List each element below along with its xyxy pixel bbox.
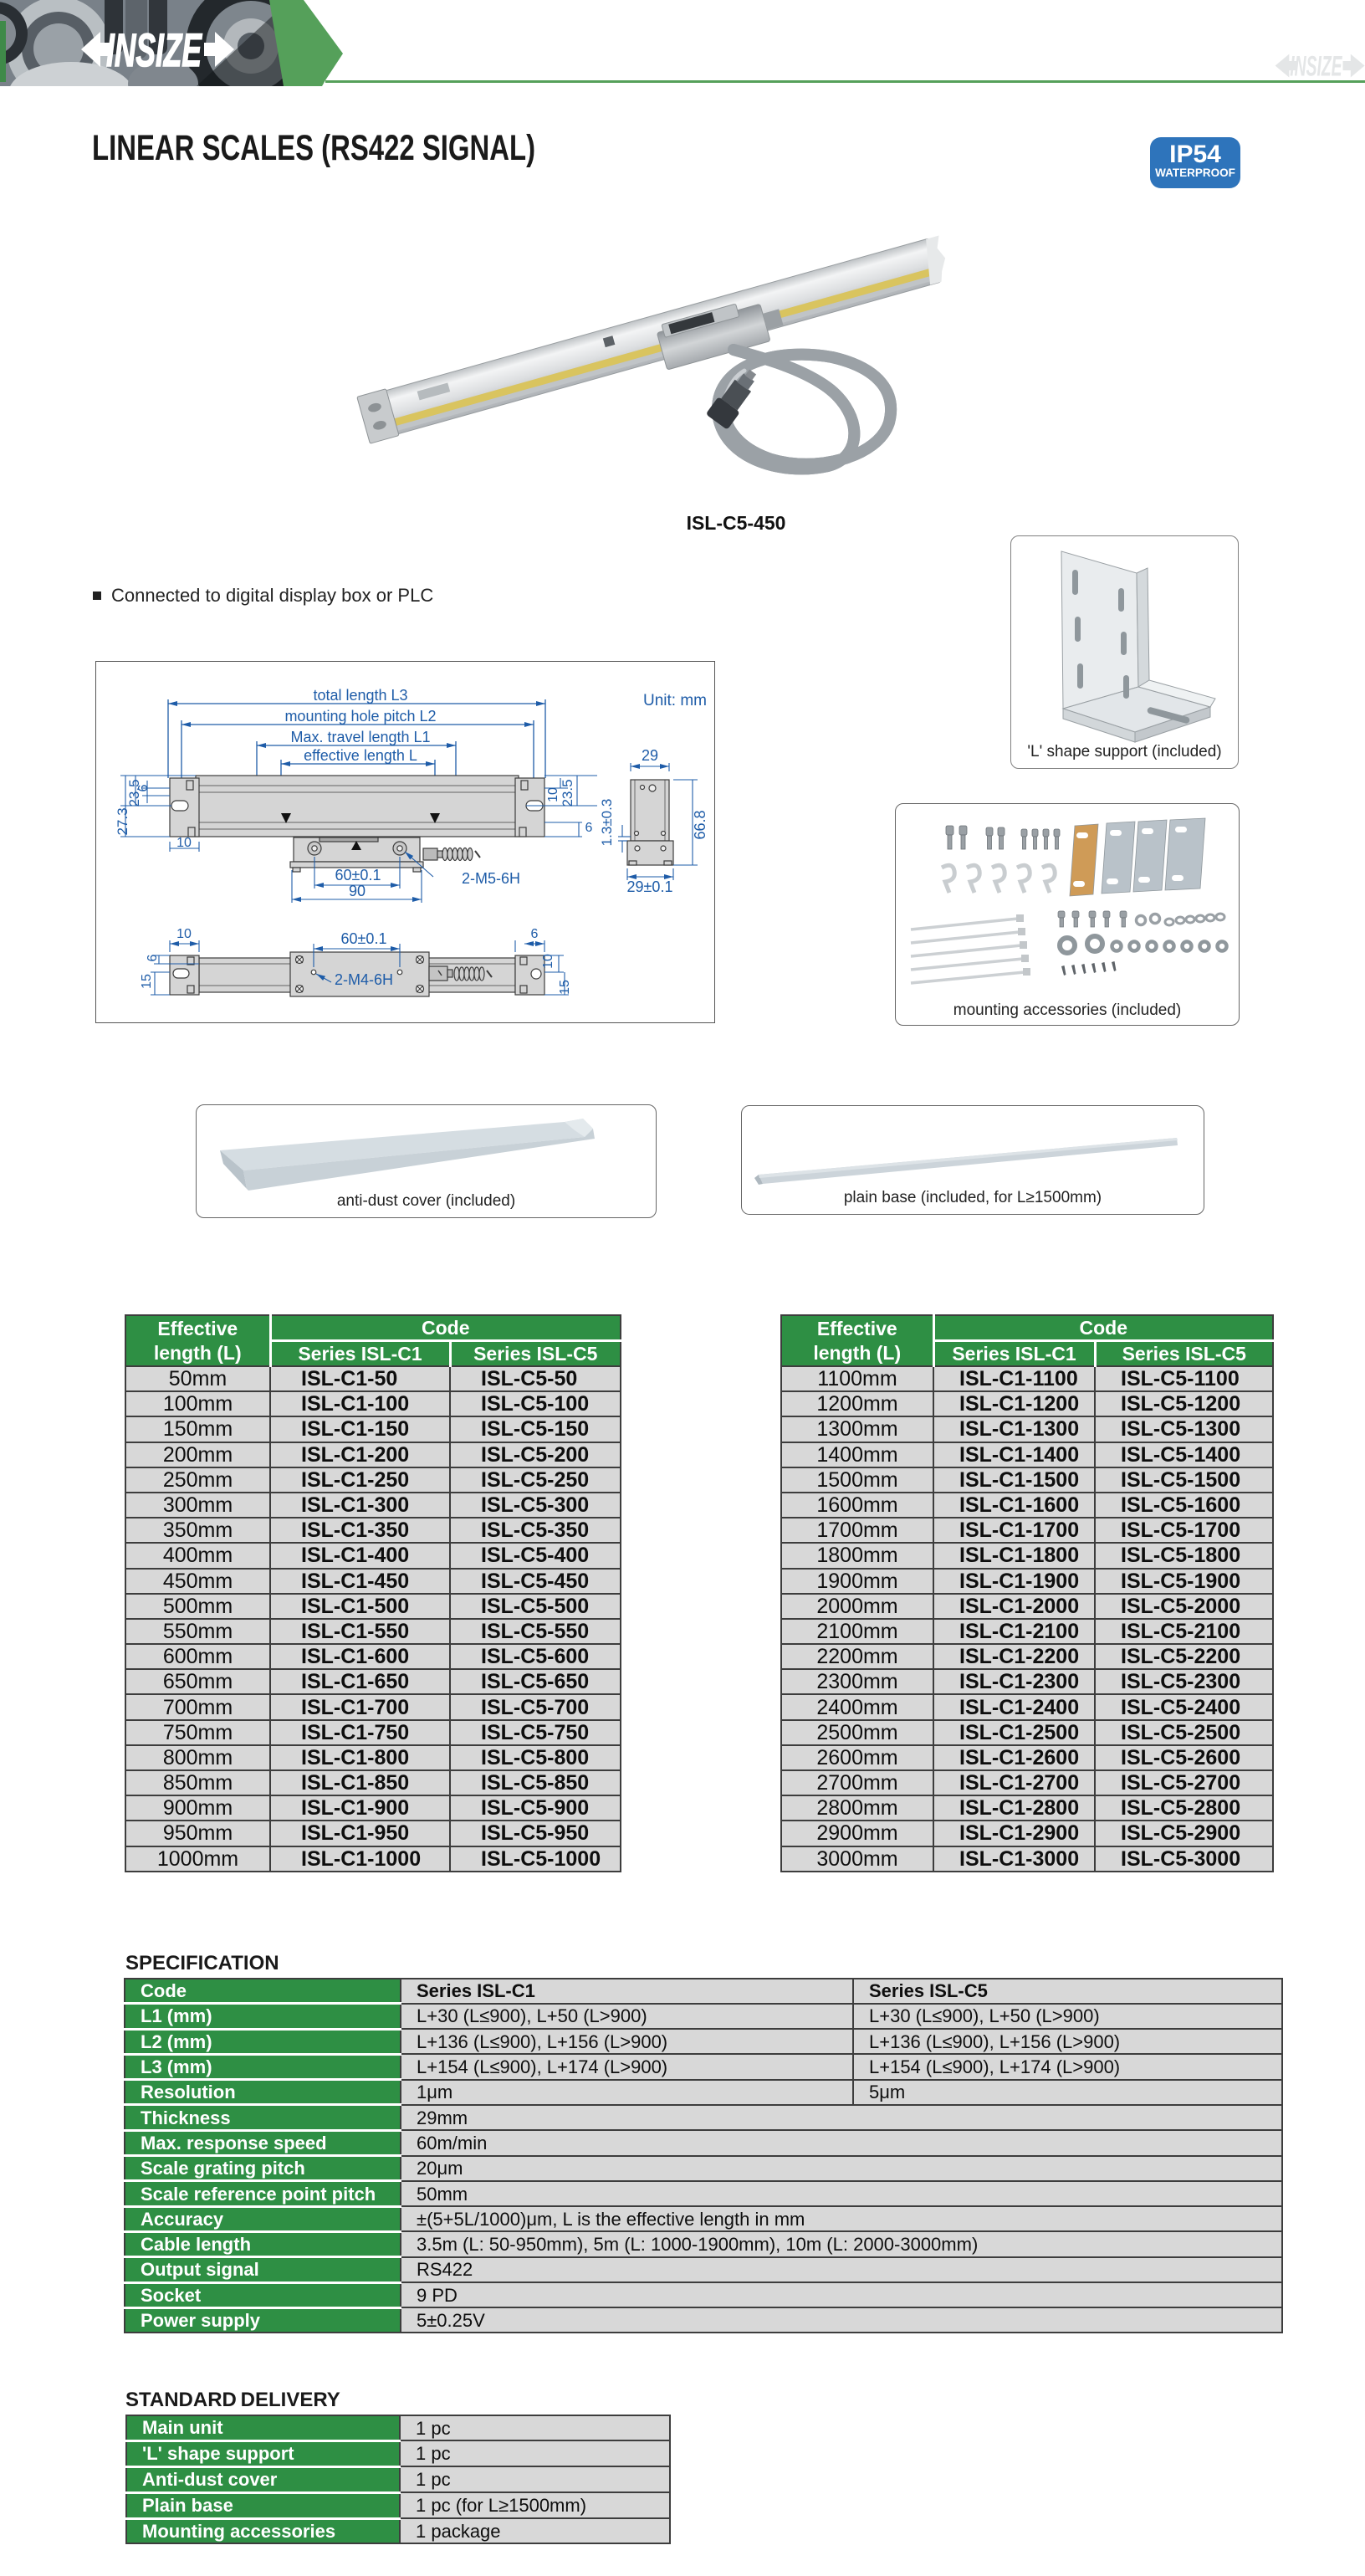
svg-text:mounting hole pitch L2: mounting hole pitch L2 — [284, 708, 436, 725]
svg-text:29±0.1: 29±0.1 — [627, 878, 673, 895]
svg-text:60±0.1: 60±0.1 — [341, 930, 387, 947]
svg-text:10: 10 — [541, 954, 555, 969]
svg-text:15: 15 — [140, 974, 154, 989]
svg-text:10: 10 — [176, 927, 192, 941]
svg-text:29: 29 — [642, 747, 658, 764]
svg-text:total length L3: total length L3 — [313, 687, 407, 704]
svg-text:10: 10 — [176, 836, 192, 850]
svg-text:2-M4-6H: 2-M4-6H — [335, 971, 393, 988]
svg-text:10: 10 — [546, 787, 560, 802]
svg-text:90: 90 — [349, 883, 366, 899]
svg-text:INSIZE: INSIZE — [1290, 51, 1342, 83]
svg-text:60±0.1: 60±0.1 — [335, 867, 381, 883]
svg-text:6: 6 — [136, 784, 151, 791]
svg-text:1.3±0.3: 1.3±0.3 — [599, 799, 615, 847]
svg-text:effective length L: effective length L — [304, 747, 417, 764]
svg-text:6: 6 — [146, 954, 160, 961]
svg-text:Max. travel length L1: Max. travel length L1 — [290, 729, 430, 745]
svg-text:6: 6 — [531, 927, 539, 941]
svg-text:66.8: 66.8 — [692, 810, 708, 839]
svg-text:23.5: 23.5 — [126, 779, 142, 807]
svg-text:6: 6 — [585, 821, 593, 835]
svg-text:2-M5-6H: 2-M5-6H — [462, 870, 520, 887]
svg-text:27.3: 27.3 — [115, 807, 130, 835]
svg-text:Unit: mm: Unit: mm — [643, 692, 707, 709]
svg-text:23.5: 23.5 — [560, 779, 575, 807]
svg-text:INSIZE: INSIZE — [106, 23, 202, 76]
svg-text:15: 15 — [558, 980, 572, 995]
